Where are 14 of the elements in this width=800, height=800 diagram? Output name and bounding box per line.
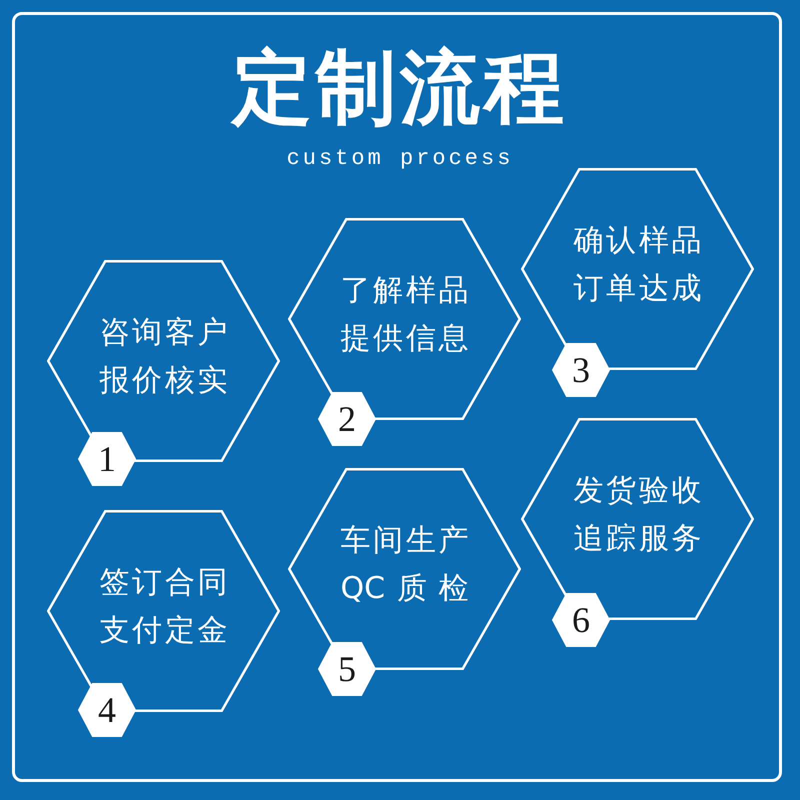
step-number: 1: [78, 432, 136, 486]
step-text: 发货验收追踪服务: [574, 472, 702, 558]
step-number: 6: [552, 593, 610, 647]
step-text: 车间生产QC质检: [340, 522, 468, 608]
step-text: 确认样品订单达成: [574, 222, 702, 308]
step-number: 4: [78, 683, 136, 737]
step-text: 了解样品提供信息: [340, 272, 468, 358]
title: 定制流程: [230, 40, 569, 136]
step-text: 签订合同支付定金: [100, 564, 228, 650]
step-number: 3: [552, 343, 610, 397]
step-text: 咨询客户报价核实: [100, 314, 228, 400]
step-number: 2: [318, 392, 376, 446]
subtitle: custom process: [286, 146, 514, 171]
step-number: 5: [318, 642, 376, 696]
